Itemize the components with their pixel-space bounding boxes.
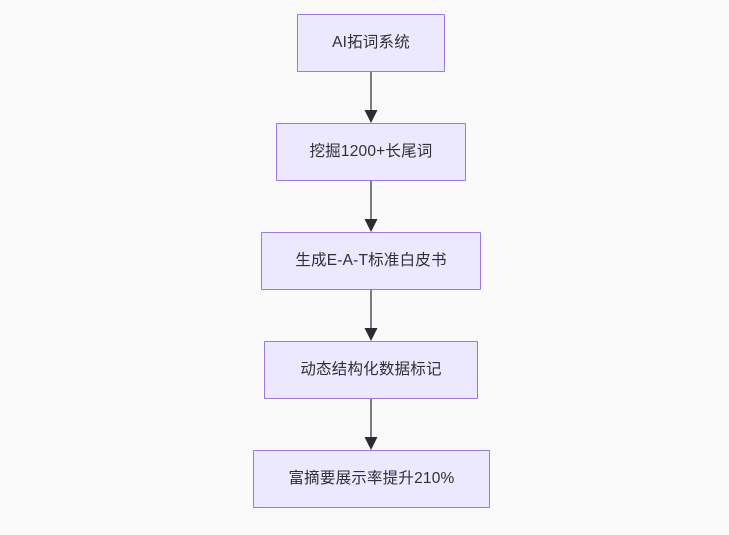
edge-node3-to-node4 xyxy=(364,290,378,341)
edge-node2-to-node3 xyxy=(364,181,378,232)
arrowhead-icon xyxy=(364,110,378,123)
flow-node-generate-eat-whitepaper[interactable]: 生成E-A-T标准白皮书 xyxy=(261,232,481,290)
flow-node-label: AI拓词系统 xyxy=(332,33,410,51)
arrowhead-icon xyxy=(364,219,378,232)
flow-node-label: 挖掘1200+长尾词 xyxy=(309,142,433,160)
edge-node4-to-node5 xyxy=(364,399,378,450)
flow-node-rich-snippet-rate-increase[interactable]: 富摘要展示率提升210% xyxy=(253,450,490,508)
flow-node-mine-longtail-keywords[interactable]: 挖掘1200+长尾词 xyxy=(276,123,466,181)
flow-node-dynamic-structured-data-markup[interactable]: 动态结构化数据标记 xyxy=(264,341,478,399)
edge-node1-to-node2 xyxy=(364,72,378,123)
flow-node-label: 动态结构化数据标记 xyxy=(300,360,442,378)
arrowhead-icon xyxy=(364,437,378,450)
flow-node-ai-keyword-system[interactable]: AI拓词系统 xyxy=(297,14,445,72)
arrowhead-icon xyxy=(364,328,378,341)
flow-node-label: 生成E-A-T标准白皮书 xyxy=(295,251,447,269)
flow-node-label: 富摘要展示率提升210% xyxy=(288,469,455,487)
